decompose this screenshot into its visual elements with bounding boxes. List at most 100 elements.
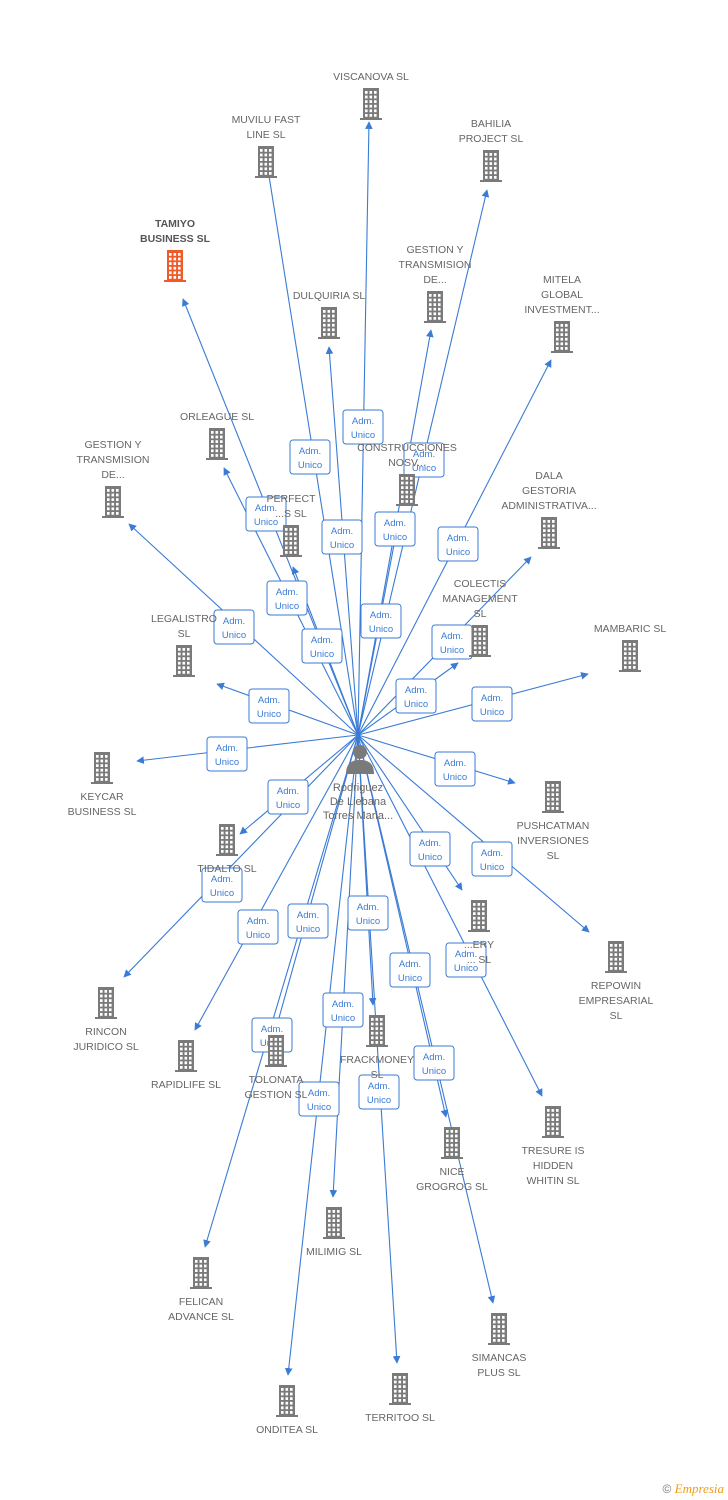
- role-badge-line-2: Unico: [369, 624, 393, 635]
- role-badge[interactable]: Adm.Unico: [389, 952, 431, 988]
- company-label: FELICAN: [179, 1296, 223, 1308]
- company-label: PLUS SL: [477, 1367, 520, 1379]
- role-badge[interactable]: Adm.Unico: [403, 442, 445, 478]
- building-icon: [276, 1385, 298, 1417]
- role-badge-line-1: Adm.: [352, 416, 374, 427]
- company-node[interactable]: MILIMIG SL: [306, 1207, 362, 1258]
- role-badge[interactable]: Adm.Unico: [360, 603, 402, 639]
- role-badge-line-2: Unico: [254, 517, 278, 528]
- role-badge[interactable]: Adm.Unico: [248, 688, 290, 724]
- company-label: KEYCAR: [80, 791, 124, 803]
- role-badge-line-1: Adm.: [247, 916, 269, 927]
- building-icon: [389, 1373, 411, 1405]
- company-node[interactable]: VISCANOVA SL: [333, 71, 409, 120]
- company-label: INVERSIONES: [517, 835, 589, 847]
- role-badge[interactable]: Adm.Unico: [289, 439, 331, 475]
- company-node[interactable]: TIDALTO SL: [197, 824, 257, 875]
- role-badge[interactable]: Adm.Unico: [395, 678, 437, 714]
- role-badge-line-2: Unico: [367, 1095, 391, 1106]
- role-badge-line-2: Unico: [443, 772, 467, 783]
- role-badge-line-2: Unico: [331, 1013, 355, 1024]
- role-badge[interactable]: Adm.Unico: [213, 609, 255, 645]
- building-icon: [366, 1015, 388, 1047]
- role-badge[interactable]: Adm.Unico: [322, 992, 364, 1028]
- company-node[interactable]: DULQUIRIA SL: [293, 290, 366, 339]
- footer-attribution[interactable]: © Empresia: [662, 1481, 724, 1497]
- role-badge[interactable]: Adm.Unico: [347, 895, 389, 931]
- building-icon: [538, 517, 560, 549]
- role-badge[interactable]: Adm.Unico: [342, 409, 384, 445]
- role-badge[interactable]: Adm.Unico: [413, 1045, 455, 1081]
- company-node[interactable]: GESTION YTRANSMISIONDE...: [77, 439, 150, 518]
- role-badge[interactable]: Adm.Unico: [471, 686, 513, 722]
- role-badge[interactable]: Adm.Unico: [301, 628, 343, 664]
- role-badge[interactable]: Adm.Unico: [409, 831, 451, 867]
- building-icon: [95, 987, 117, 1019]
- company-label: ... SL: [467, 954, 492, 966]
- company-label: TERRITOO SL: [365, 1412, 435, 1424]
- role-badge[interactable]: Adm.Unico: [267, 779, 309, 815]
- role-badge[interactable]: Adm.Unico: [321, 519, 363, 555]
- edge-line: [284, 734, 359, 1376]
- company-node[interactable]: ...ERY... SL: [464, 900, 494, 966]
- role-badge[interactable]: Adm.Unico: [437, 526, 479, 562]
- building-icon: [102, 486, 124, 518]
- role-badge-line-1: Adm.: [255, 503, 277, 514]
- role-badge[interactable]: Adm.Unico: [358, 1074, 400, 1110]
- role-badge-line-1: Adm.: [357, 902, 379, 913]
- role-badge[interactable]: Adm.Unico: [287, 903, 329, 939]
- role-badge[interactable]: Adm.Unico: [266, 580, 308, 616]
- company-label: GLOBAL: [541, 289, 583, 301]
- company-node[interactable]: ONDITEA SL: [256, 1385, 318, 1436]
- role-badge-line-1: Adm.: [331, 526, 353, 537]
- company-label: HIDDEN: [533, 1160, 573, 1172]
- role-badge[interactable]: Adm.Unico: [431, 624, 473, 660]
- company-node[interactable]: ORLEAGUE SL: [180, 411, 254, 460]
- company-node[interactable]: DALAGESTORIAADMINISTRATIVA...: [501, 470, 597, 549]
- building-icon: [551, 321, 573, 353]
- role-badge[interactable]: Adm.Unico: [434, 751, 476, 787]
- building-icon: [488, 1313, 510, 1345]
- role-badge-line-2: Unico: [446, 547, 470, 558]
- person-icon: [346, 745, 374, 774]
- company-node[interactable]: MITELAGLOBALINVESTMENT...: [524, 274, 600, 353]
- building-icon: [480, 150, 502, 182]
- company-node[interactable]: MAMBARIC SL: [594, 623, 667, 672]
- role-badge[interactable]: Adm.Unico: [298, 1081, 340, 1117]
- role-badge[interactable]: Adm.Unico: [201, 867, 243, 903]
- role-badge[interactable]: Adm.Unico: [471, 841, 513, 877]
- company-node[interactable]: GESTION YTRANSMISIONDE...: [399, 244, 472, 323]
- role-badge-line-1: Adm.: [481, 848, 503, 859]
- role-badge-line-1: Adm.: [223, 616, 245, 627]
- company-node[interactable]: CONSTRUCCIONESNOSV...: [357, 442, 457, 506]
- company-node[interactable]: TERRITOO SL: [365, 1373, 435, 1424]
- role-badge[interactable]: Adm.Unico: [445, 942, 487, 978]
- building-icon: [396, 474, 418, 506]
- company-label: TRESURE IS: [521, 1145, 584, 1157]
- company-label: SL: [371, 1069, 384, 1081]
- role-badge[interactable]: Adm.Unico: [206, 736, 248, 772]
- company-label: SL: [547, 850, 560, 862]
- center-person-node[interactable]: Rodriguez De Liebana Torres Maria...: [323, 745, 393, 822]
- role-badge[interactable]: Adm. Unico: [245, 496, 287, 532]
- company-node[interactable]: RAPIDLIFE SL: [151, 1040, 221, 1091]
- company-label: ...S SL: [275, 508, 307, 520]
- role-badge[interactable]: Adm.Unico: [374, 511, 416, 547]
- role-badge[interactable]: Adm.Unico: [237, 909, 279, 945]
- company-node[interactable]: PERFECT...S SL: [266, 493, 316, 557]
